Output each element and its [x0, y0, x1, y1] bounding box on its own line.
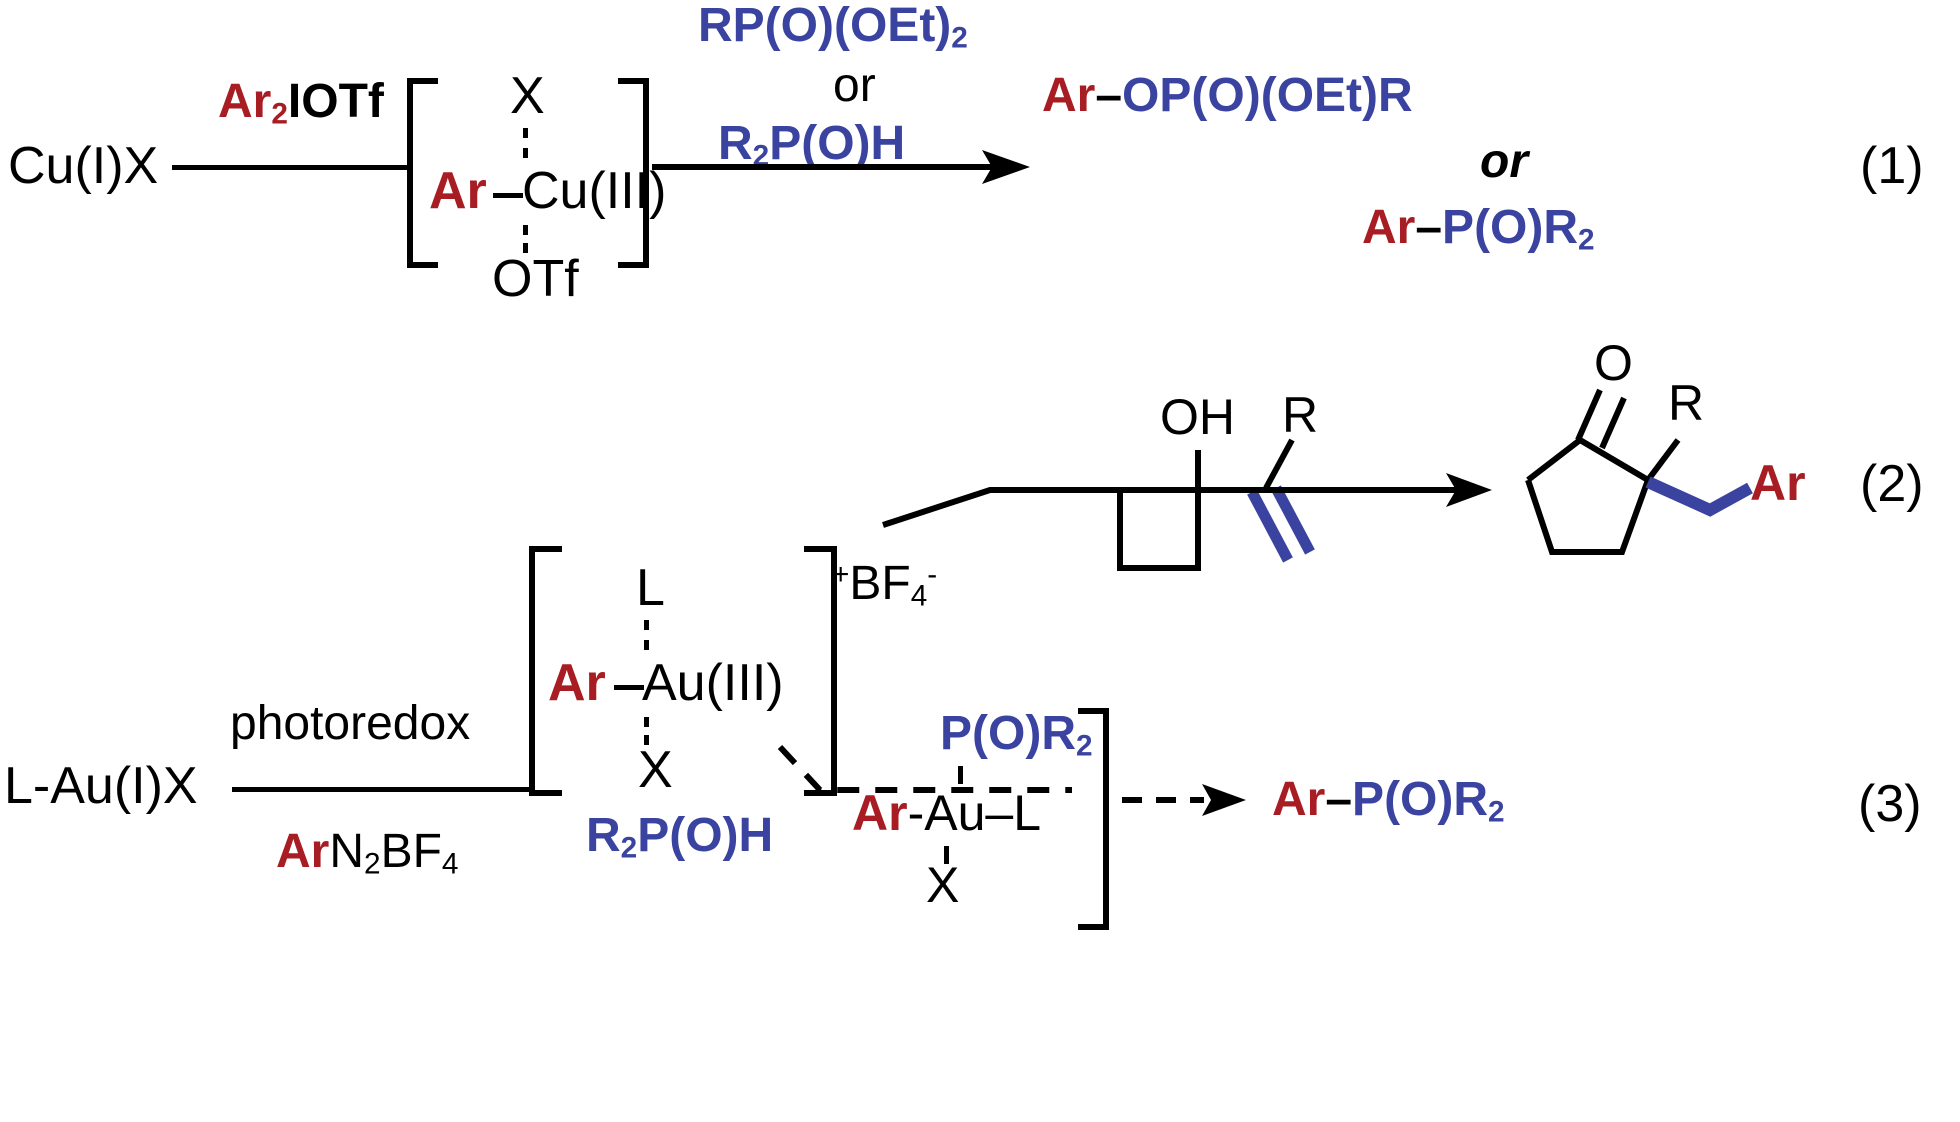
eq3-lower-top-ligand-subscript: 2: [1075, 729, 1093, 763]
eq3-intermediate-aryl-label: Ar: [548, 654, 606, 712]
eq1-intermediate-top-ligand: X: [510, 67, 545, 125]
eq3-charge-minus-sign: -: [927, 558, 938, 592]
eq3-reagent-bf-subscript: 4: [441, 847, 459, 881]
eq3-product-subscript: 2: [1488, 795, 1505, 829]
eq3-intermediate-metal-label: Au(III): [642, 654, 784, 712]
eq3-reagent-n-label: N: [329, 825, 365, 878]
eq1-second-reagent-line-2: R2P(O)H: [718, 120, 905, 171]
eq1-bond-dashed-bottom: [523, 225, 528, 253]
eq2-aryl-label: Ar: [1750, 455, 1806, 511]
eq1-bracket-left: [404, 78, 444, 268]
eq3-lower-complex-row: Ar-Au–L: [852, 788, 1041, 838]
equation-1-group: Cu(I)X Ar2IOTf X Ar Cu(III): [0, 0, 1960, 306]
eq1-reagent-r2-label: R: [718, 117, 753, 170]
eq3-charge-counterion: +BF4-: [832, 560, 937, 611]
eq1-reagent-poh-label: P(O)H: [769, 117, 906, 170]
eq3-number-label: (3): [1858, 775, 1922, 833]
eq1-reagent-ar-subscript: 2: [271, 97, 288, 131]
eq3-lower-reagent-r-label: R: [586, 809, 621, 862]
eq1-product-or: or: [1480, 135, 1528, 188]
eq3-lower-bracket-right: [1072, 708, 1116, 930]
eq1-reaction-arrow: [652, 145, 1032, 189]
eq3-lower-top-ligand-label: P(O)R: [940, 707, 1076, 760]
eq3-counterion-bf-subscript: 4: [910, 579, 928, 613]
eq3-reagent-below-arrow: ArN2BF4: [276, 828, 458, 879]
eq1-reagent-rp-o-oet-label: RP(O)(OEt): [698, 0, 952, 52]
eq3-lower-aryl-label: Ar: [852, 785, 908, 841]
equation-2-group: OH R O R Ar: [0, 300, 1960, 580]
eq3-lower-reagent: R2P(O)H: [586, 812, 773, 863]
eq1-product-2-aryl-label: Ar: [1362, 201, 1416, 254]
eq2-alkyne-r-label: R: [1282, 387, 1319, 443]
eq2-number-label: (2): [1860, 455, 1924, 513]
eq3-intermediate-top-ligand: L: [636, 559, 665, 617]
eq1-intermediate-bottom-ligand: OTf: [492, 250, 579, 308]
eq1-bond-aryl-metal: [493, 193, 523, 198]
eq3-lower-top-ligand: P(O)R2: [940, 710, 1093, 761]
eq3-bond-dashed-top: [644, 620, 649, 650]
eq1-product-2-bond-dash: –: [1415, 201, 1443, 254]
eq3-lower-bond-top: [958, 766, 963, 784]
eq1-product-2-phosphine-oxide-label: P(O)R: [1442, 201, 1579, 254]
eq3-product-bond-dash: –: [1325, 773, 1353, 826]
eq1-product-1-bond-dash: –: [1095, 69, 1123, 122]
eq3-reagent-aryl-label: Ar: [276, 825, 330, 878]
eq1-number-label: (1): [1860, 137, 1924, 195]
eq2-quaternary-r-label: R: [1668, 375, 1705, 431]
eq3-counterion-bf-label: BF: [849, 557, 911, 610]
eq3-lower-reagent-subscript: 2: [620, 831, 638, 865]
eq1-intermediate-complex: X Ar Cu(III) OTf: [429, 67, 666, 305]
eq1-product-1-aryl-label: Ar: [1042, 69, 1096, 122]
eq3-intermediate-complex: L Ar Au(III) X: [548, 552, 792, 802]
eq3-product-phosphine-oxide-label: P(O)R: [1352, 773, 1489, 826]
eq3-reagent-bf-label: BF: [380, 825, 442, 878]
eq1-product-2: Ar–P(O)R2: [1362, 204, 1595, 255]
eq1-bond-dashed-top: [523, 128, 528, 158]
eq3-charge-plus-sign: +: [832, 558, 850, 592]
eq3-lower-metal-label: Au: [924, 785, 986, 841]
eq3-lower-bond-dash-right: –: [985, 785, 1014, 841]
eq3-product: Ar–P(O)R2: [1272, 776, 1505, 827]
eq3-lower-bottom-ligand: X: [926, 857, 960, 913]
equation-3-group: L-Au(I)X photoredox ArN2BF4 L Ar Au(III)…: [0, 546, 1960, 1122]
eq3-lower-ligand-l-label: L: [1013, 785, 1042, 841]
eq1-second-reagent-line-1: RP(O)(OEt)2: [698, 2, 968, 53]
eq3-reactant-label: L-Au(I)X: [4, 757, 198, 815]
eq3-dashed-connector: [772, 742, 1082, 832]
eq3-lower-bond-dash-left: -: [907, 785, 925, 841]
eq1-arrow-line-1: [172, 165, 412, 170]
eq1-intermediate-metal-label: Cu(III): [522, 162, 667, 220]
eq3-bracket-left: [524, 546, 568, 796]
eq1-reactant-label: Cu(I)X: [8, 137, 159, 195]
eq1-intermediate-aryl-label: Ar: [429, 162, 487, 220]
eq3-lower-bond-bottom: [944, 846, 949, 864]
eq1-reagent-above-arrow: Ar2IOTf: [218, 78, 384, 129]
eq1-reagent-iotf-label: IOTf: [287, 75, 384, 128]
eq3-product-aryl-label: Ar: [1272, 773, 1326, 826]
eq3-reagent-n-subscript: 2: [364, 847, 381, 881]
eq1-product-1-phosphonate-label: OP(O)(OEt)R: [1122, 69, 1413, 122]
eq3-arrow-line: [232, 787, 532, 792]
eq1-reagent-rp-subscript: 2: [951, 21, 968, 55]
eq3-reagent-above-arrow: photoredox: [230, 697, 471, 750]
eq1-product-1: Ar–OP(O)(OEt)R: [1042, 72, 1413, 120]
eq3-intermediate-bottom-ligand: X: [638, 741, 673, 799]
eq3-bond-dashed-bottom: [644, 717, 649, 745]
eq1-product-2-subscript: 2: [1578, 223, 1595, 257]
eq1-second-reagent-or: or: [833, 59, 876, 112]
eq3-lower-reagent-poh-label: P(O)H: [637, 809, 774, 862]
eq2-carbonyl-o-label: O: [1594, 335, 1633, 391]
eq2-reaction-arrow: [880, 470, 1500, 530]
eq1-reagent-r2-subscript: 2: [752, 139, 770, 173]
eq3-bond-aryl-metal: [614, 685, 644, 690]
eq1-bracket-right: [612, 78, 652, 268]
eq2-product-structure: O R Ar: [1450, 338, 1900, 590]
eq3-product-arrow: [1122, 778, 1252, 822]
eq2-hydroxyl-label: OH: [1160, 389, 1235, 445]
eq1-reagent-ar-label: Ar: [218, 75, 272, 128]
